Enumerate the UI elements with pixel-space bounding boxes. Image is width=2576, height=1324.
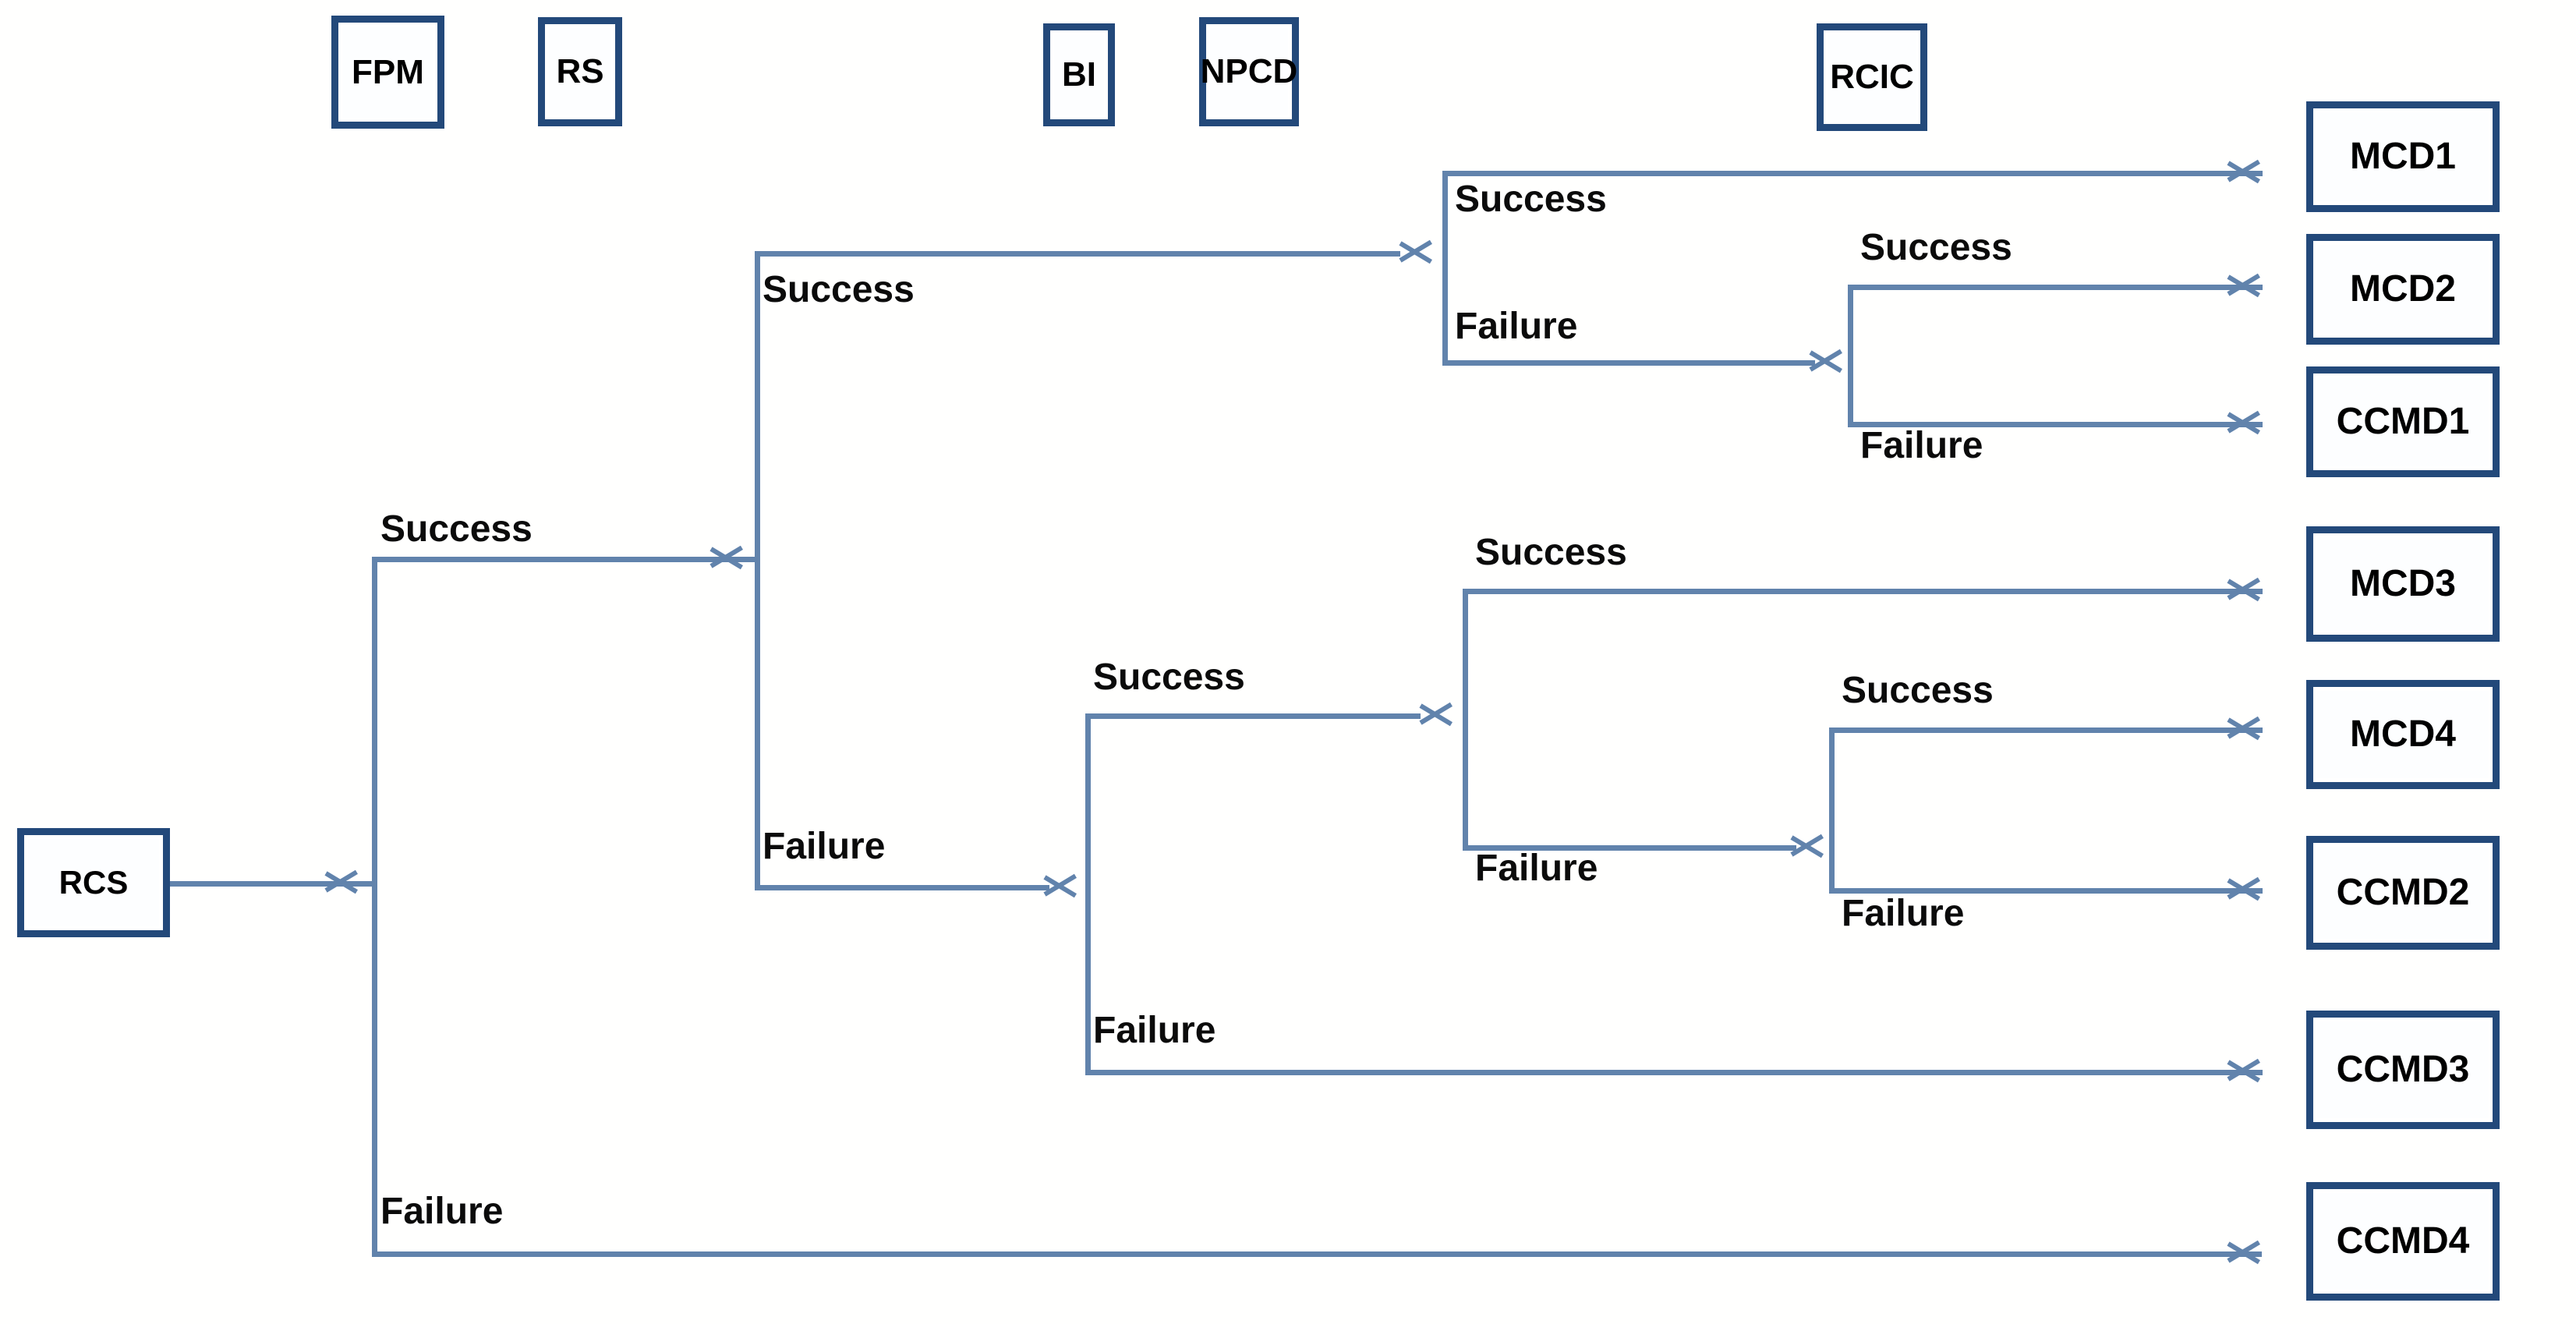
- header-label-rs: RS: [556, 52, 604, 90]
- branch-vertical-bi: [1085, 713, 1091, 1072]
- branch-label-fpm-failure: Failure: [380, 1191, 504, 1232]
- path-rcic-top-failure-to-ccmd1: [1848, 422, 2263, 427]
- arrowhead-mcd2: [2228, 267, 2264, 303]
- branch-label-npcd-bot-failure: Failure: [1475, 848, 1598, 889]
- arrowhead-mcd1: [2228, 154, 2264, 189]
- outcome-box-mcd2[interactable]: MCD2: [2306, 234, 2500, 345]
- branch-label-bi-failure: Failure: [1093, 1010, 1216, 1051]
- arrowhead-npcd-bot-failure: [1792, 828, 1828, 864]
- branch-label-rs-failure: Failure: [763, 826, 886, 867]
- outcome-label-ccmd4: CCMD4: [2336, 1220, 2470, 1262]
- arrowhead-ccmd4: [2228, 1234, 2264, 1270]
- branch-label-rcic-bot-failure: Failure: [1842, 893, 1965, 934]
- header-label-npcd: NPCD: [1200, 52, 1298, 90]
- path-fpm-failure-to-ccmd4: [372, 1251, 2262, 1257]
- path-rs-success: [755, 251, 1400, 257]
- branch-vertical-npcd-top: [1442, 171, 1448, 363]
- arrowhead-rcs-to-fpm: [326, 864, 362, 900]
- arrowhead-rs-success: [1400, 234, 1436, 270]
- outcome-box-ccmd3[interactable]: CCMD3: [2306, 1011, 2500, 1129]
- branch-label-bi-success: Success: [1093, 657, 1245, 698]
- outcome-box-mcd3[interactable]: MCD3: [2306, 526, 2500, 642]
- path-fpm-success: [372, 557, 760, 562]
- branch-label-rs-success: Success: [763, 269, 915, 310]
- branch-vertical-rs: [755, 251, 760, 890]
- outcome-label-ccmd2: CCMD2: [2336, 872, 2470, 913]
- path-rcic-bot-failure-to-ccmd2: [1829, 888, 2263, 894]
- arrowhead-mcd4: [2228, 710, 2264, 746]
- branch-label-fpm-success: Success: [380, 508, 533, 550]
- outcome-label-mcd3: MCD3: [2349, 563, 2456, 604]
- source-label-rcs: RCS: [58, 864, 129, 901]
- header-box-fpm[interactable]: FPM: [331, 16, 444, 129]
- header-label-rcic: RCIC: [1830, 58, 1914, 96]
- branch-vertical-rcic-bot: [1829, 727, 1835, 894]
- branch-vertical-npcd-bot: [1463, 589, 1468, 848]
- outcome-box-mcd4[interactable]: MCD4: [2306, 680, 2500, 789]
- branch-vertical-fpm: [372, 557, 377, 1257]
- branch-label-rcic-top-success: Success: [1860, 227, 2012, 268]
- path-rcic-top-success-to-mcd2: [1848, 285, 2263, 290]
- outcome-label-ccmd1: CCMD1: [2336, 401, 2470, 442]
- path-rs-failure: [755, 885, 1049, 890]
- branch-label-npcd-top-failure: Failure: [1455, 306, 1578, 347]
- arrowhead-bi-success: [1421, 696, 1456, 732]
- arrowhead-rs-failure: [1045, 868, 1081, 904]
- outcome-box-ccmd1[interactable]: CCMD1: [2306, 366, 2500, 477]
- branch-label-rcic-top-failure: Failure: [1860, 425, 1983, 466]
- header-box-bi[interactable]: BI: [1043, 23, 1115, 126]
- header-label-bi: BI: [1062, 55, 1096, 94]
- header-box-rcic[interactable]: RCIC: [1817, 23, 1927, 131]
- path-npcd-bot-success-to-mcd3: [1463, 589, 2263, 594]
- branch-label-npcd-bot-success: Success: [1475, 532, 1627, 573]
- arrowhead-npcd-top-failure: [1810, 343, 1846, 379]
- arrowhead-fpm-success: [711, 540, 747, 575]
- source-box-rcs[interactable]: RCS: [17, 828, 170, 937]
- path-rcic-bot-success-to-mcd4: [1829, 727, 2263, 733]
- header-box-npcd[interactable]: NPCD: [1199, 17, 1299, 126]
- path-bi-failure-to-ccmd3: [1085, 1070, 2263, 1075]
- branch-label-npcd-top-success: Success: [1455, 179, 1607, 220]
- arrowhead-ccmd1: [2228, 405, 2264, 441]
- arrowhead-ccmd3: [2228, 1053, 2264, 1089]
- outcome-box-ccmd2[interactable]: CCMD2: [2306, 836, 2500, 950]
- header-box-rs[interactable]: RS: [538, 17, 622, 126]
- arrowhead-ccmd2: [2228, 871, 2264, 907]
- path-rcs-to-fpm: [170, 881, 374, 887]
- branch-label-rcic-bot-success: Success: [1842, 670, 1994, 711]
- outcome-label-mcd1: MCD1: [2349, 136, 2456, 177]
- outcome-box-mcd1[interactable]: MCD1: [2306, 101, 2500, 212]
- path-npcd-bot-failure: [1463, 845, 1796, 851]
- outcome-box-ccmd4[interactable]: CCMD4: [2306, 1182, 2500, 1301]
- outcome-label-ccmd3: CCMD3: [2336, 1049, 2470, 1090]
- arrowhead-mcd3: [2228, 572, 2264, 607]
- path-bi-success: [1085, 713, 1421, 719]
- outcome-label-mcd2: MCD2: [2349, 268, 2456, 310]
- path-npcd-top-success-to-mcd1: [1442, 171, 2263, 176]
- outcome-label-mcd4: MCD4: [2349, 713, 2456, 755]
- header-label-fpm: FPM: [352, 52, 424, 91]
- path-npcd-top-failure: [1442, 360, 1815, 366]
- branch-vertical-rcic-top: [1848, 285, 1853, 427]
